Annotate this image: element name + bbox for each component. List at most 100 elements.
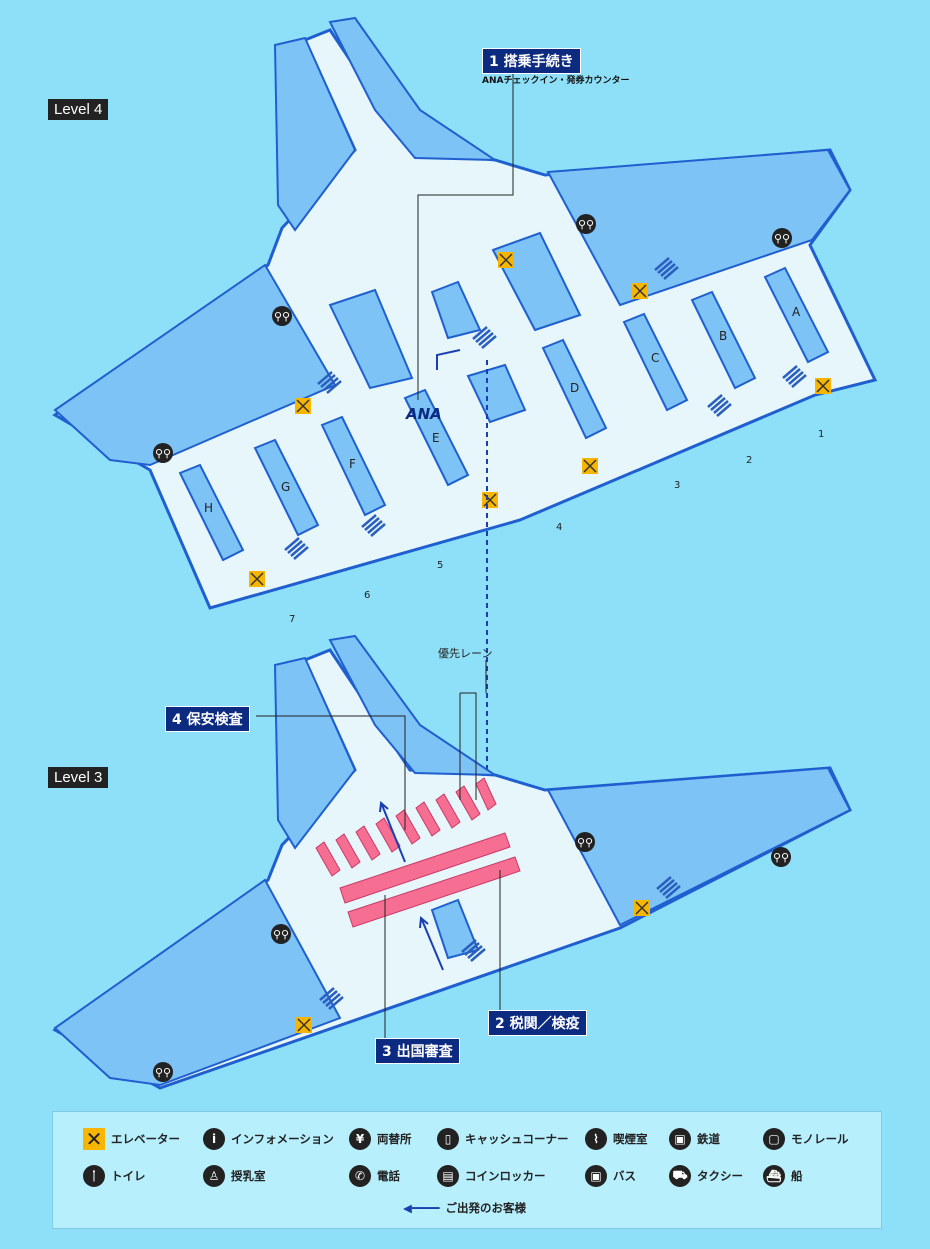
toilet-icon: ᛙ <box>83 1165 105 1187</box>
legend-label: 船 <box>791 1169 803 1183</box>
legend-label: 鉄道 <box>697 1132 720 1146</box>
bus-icon: ▣ <box>585 1165 607 1187</box>
security-lane <box>435 793 461 829</box>
counter-A <box>763 266 830 364</box>
legend-taxi: ⛟ タクシー <box>669 1165 743 1187</box>
gate-label: 7 <box>289 614 295 625</box>
security-lane <box>475 777 497 811</box>
toilet-icon <box>271 924 291 944</box>
security-lane <box>335 833 361 869</box>
wing <box>273 36 357 232</box>
legend-label: モノレール <box>791 1132 849 1146</box>
departure-arrow <box>436 349 461 370</box>
counter-H <box>178 463 245 562</box>
toilet-icon <box>153 1062 173 1082</box>
elevator-icon <box>633 899 651 917</box>
priority-lane-label: 優先レーン <box>438 647 493 660</box>
legend-label: 両替所 <box>377 1132 412 1146</box>
counter-label: H <box>204 501 213 515</box>
level4-map: A B C D E F G H 1 2 3 4 5 6 7 ANA <box>52 16 878 940</box>
legend-exchange: ¥ 両替所 <box>349 1128 412 1150</box>
counter-label: D <box>570 381 579 395</box>
legend-ship: ⛴船 <box>763 1165 803 1187</box>
elevator-icon <box>248 570 266 588</box>
ana-logo: ANA <box>405 405 442 423</box>
legend-cash: ▯ キャッシュコーナー <box>437 1128 569 1150</box>
wing <box>53 263 337 467</box>
legend-locker: ▤ コインロッカー <box>437 1165 546 1187</box>
elevator-icon <box>581 457 599 475</box>
atm-icon: ▯ <box>437 1128 459 1150</box>
counter-F <box>320 415 387 517</box>
gate-label: 4 <box>556 522 562 533</box>
gate-label: 1 <box>818 429 824 440</box>
callout-checkin: 1 搭乗手続き <box>482 48 581 74</box>
legend-label: タクシー <box>697 1169 743 1183</box>
currency-exchange-icon: ¥ <box>349 1128 371 1150</box>
counter-C <box>622 312 689 412</box>
security-lanes <box>315 777 521 928</box>
level4-label: Level 4 <box>48 99 109 120</box>
callout-immigration: 3 出国審査 <box>375 1038 460 1064</box>
legend-elevator: ✕ エレベーター <box>83 1128 180 1150</box>
elevator-icon <box>481 491 499 509</box>
locker-icon: ▤ <box>437 1165 459 1187</box>
departure-arrow-icon: ◀━━━━ <box>403 1201 440 1215</box>
gate-label: 3 <box>674 480 680 491</box>
departure-arrow <box>419 915 444 971</box>
ship-icon: ⛴ <box>763 1165 785 1187</box>
legend-label: キャッシュコーナー <box>465 1132 569 1146</box>
toilet-icon <box>576 214 596 234</box>
legend-label: 電話 <box>377 1169 400 1183</box>
counter-label: F <box>349 457 356 471</box>
wing <box>53 878 342 1087</box>
smoking-icon: ⌇ <box>585 1128 607 1150</box>
callout-customs: 2 税関／検疫 <box>488 1010 587 1036</box>
checkin-counters <box>178 231 830 562</box>
elevator-icon <box>631 282 649 300</box>
security-lane <box>375 817 401 853</box>
legend-departure: ◀━━━━ご出発のお客様 <box>403 1200 526 1216</box>
departure-arrow <box>379 801 406 863</box>
legend-label: エレベーター <box>111 1132 180 1146</box>
legend-label: トイレ <box>111 1169 146 1183</box>
counter-label: G <box>281 480 290 494</box>
legend-info: i インフォメーション <box>203 1128 334 1150</box>
callout-security: 4 保安検査 <box>165 706 250 732</box>
callout-checkin-sub: ANAチェックイン・発券カウンター <box>482 76 630 86</box>
wing <box>273 656 357 850</box>
callout-line <box>256 715 406 830</box>
counter-label: E <box>432 431 440 445</box>
legend-label: バス <box>613 1169 636 1183</box>
counter-block <box>466 363 527 424</box>
toilet-icon <box>771 847 791 867</box>
legend-monorail: ▢モノレール <box>763 1128 849 1150</box>
legend-nursing: ♙授乳室 <box>203 1165 266 1187</box>
wing <box>328 16 499 162</box>
security-lane <box>315 841 341 877</box>
toilet-icon <box>272 306 292 326</box>
legend-label: コインロッカー <box>465 1169 546 1183</box>
info-icon: i <box>203 1128 225 1150</box>
legend-label: インフォメーション <box>231 1132 334 1146</box>
counter-block <box>430 280 482 340</box>
security-lane <box>395 809 421 845</box>
train-icon: ▣ <box>669 1128 691 1150</box>
security-lane <box>355 825 381 861</box>
counter-B <box>690 290 757 390</box>
elevator-icon <box>294 397 312 415</box>
security-lane <box>455 785 481 821</box>
wing <box>546 766 852 927</box>
counter-label: B <box>719 329 727 343</box>
counter-label: C <box>651 351 659 365</box>
legend-rail: ▣ 鉄道 <box>669 1128 720 1150</box>
gate-label: 5 <box>437 560 443 571</box>
taxi-icon: ⛟ <box>669 1165 691 1187</box>
counter-block <box>491 231 582 332</box>
legend-bus: ▣ バス <box>585 1165 636 1187</box>
gate-label: 2 <box>746 455 752 466</box>
elevator-icon <box>497 251 515 269</box>
elevator-icon: ✕ <box>83 1128 105 1150</box>
